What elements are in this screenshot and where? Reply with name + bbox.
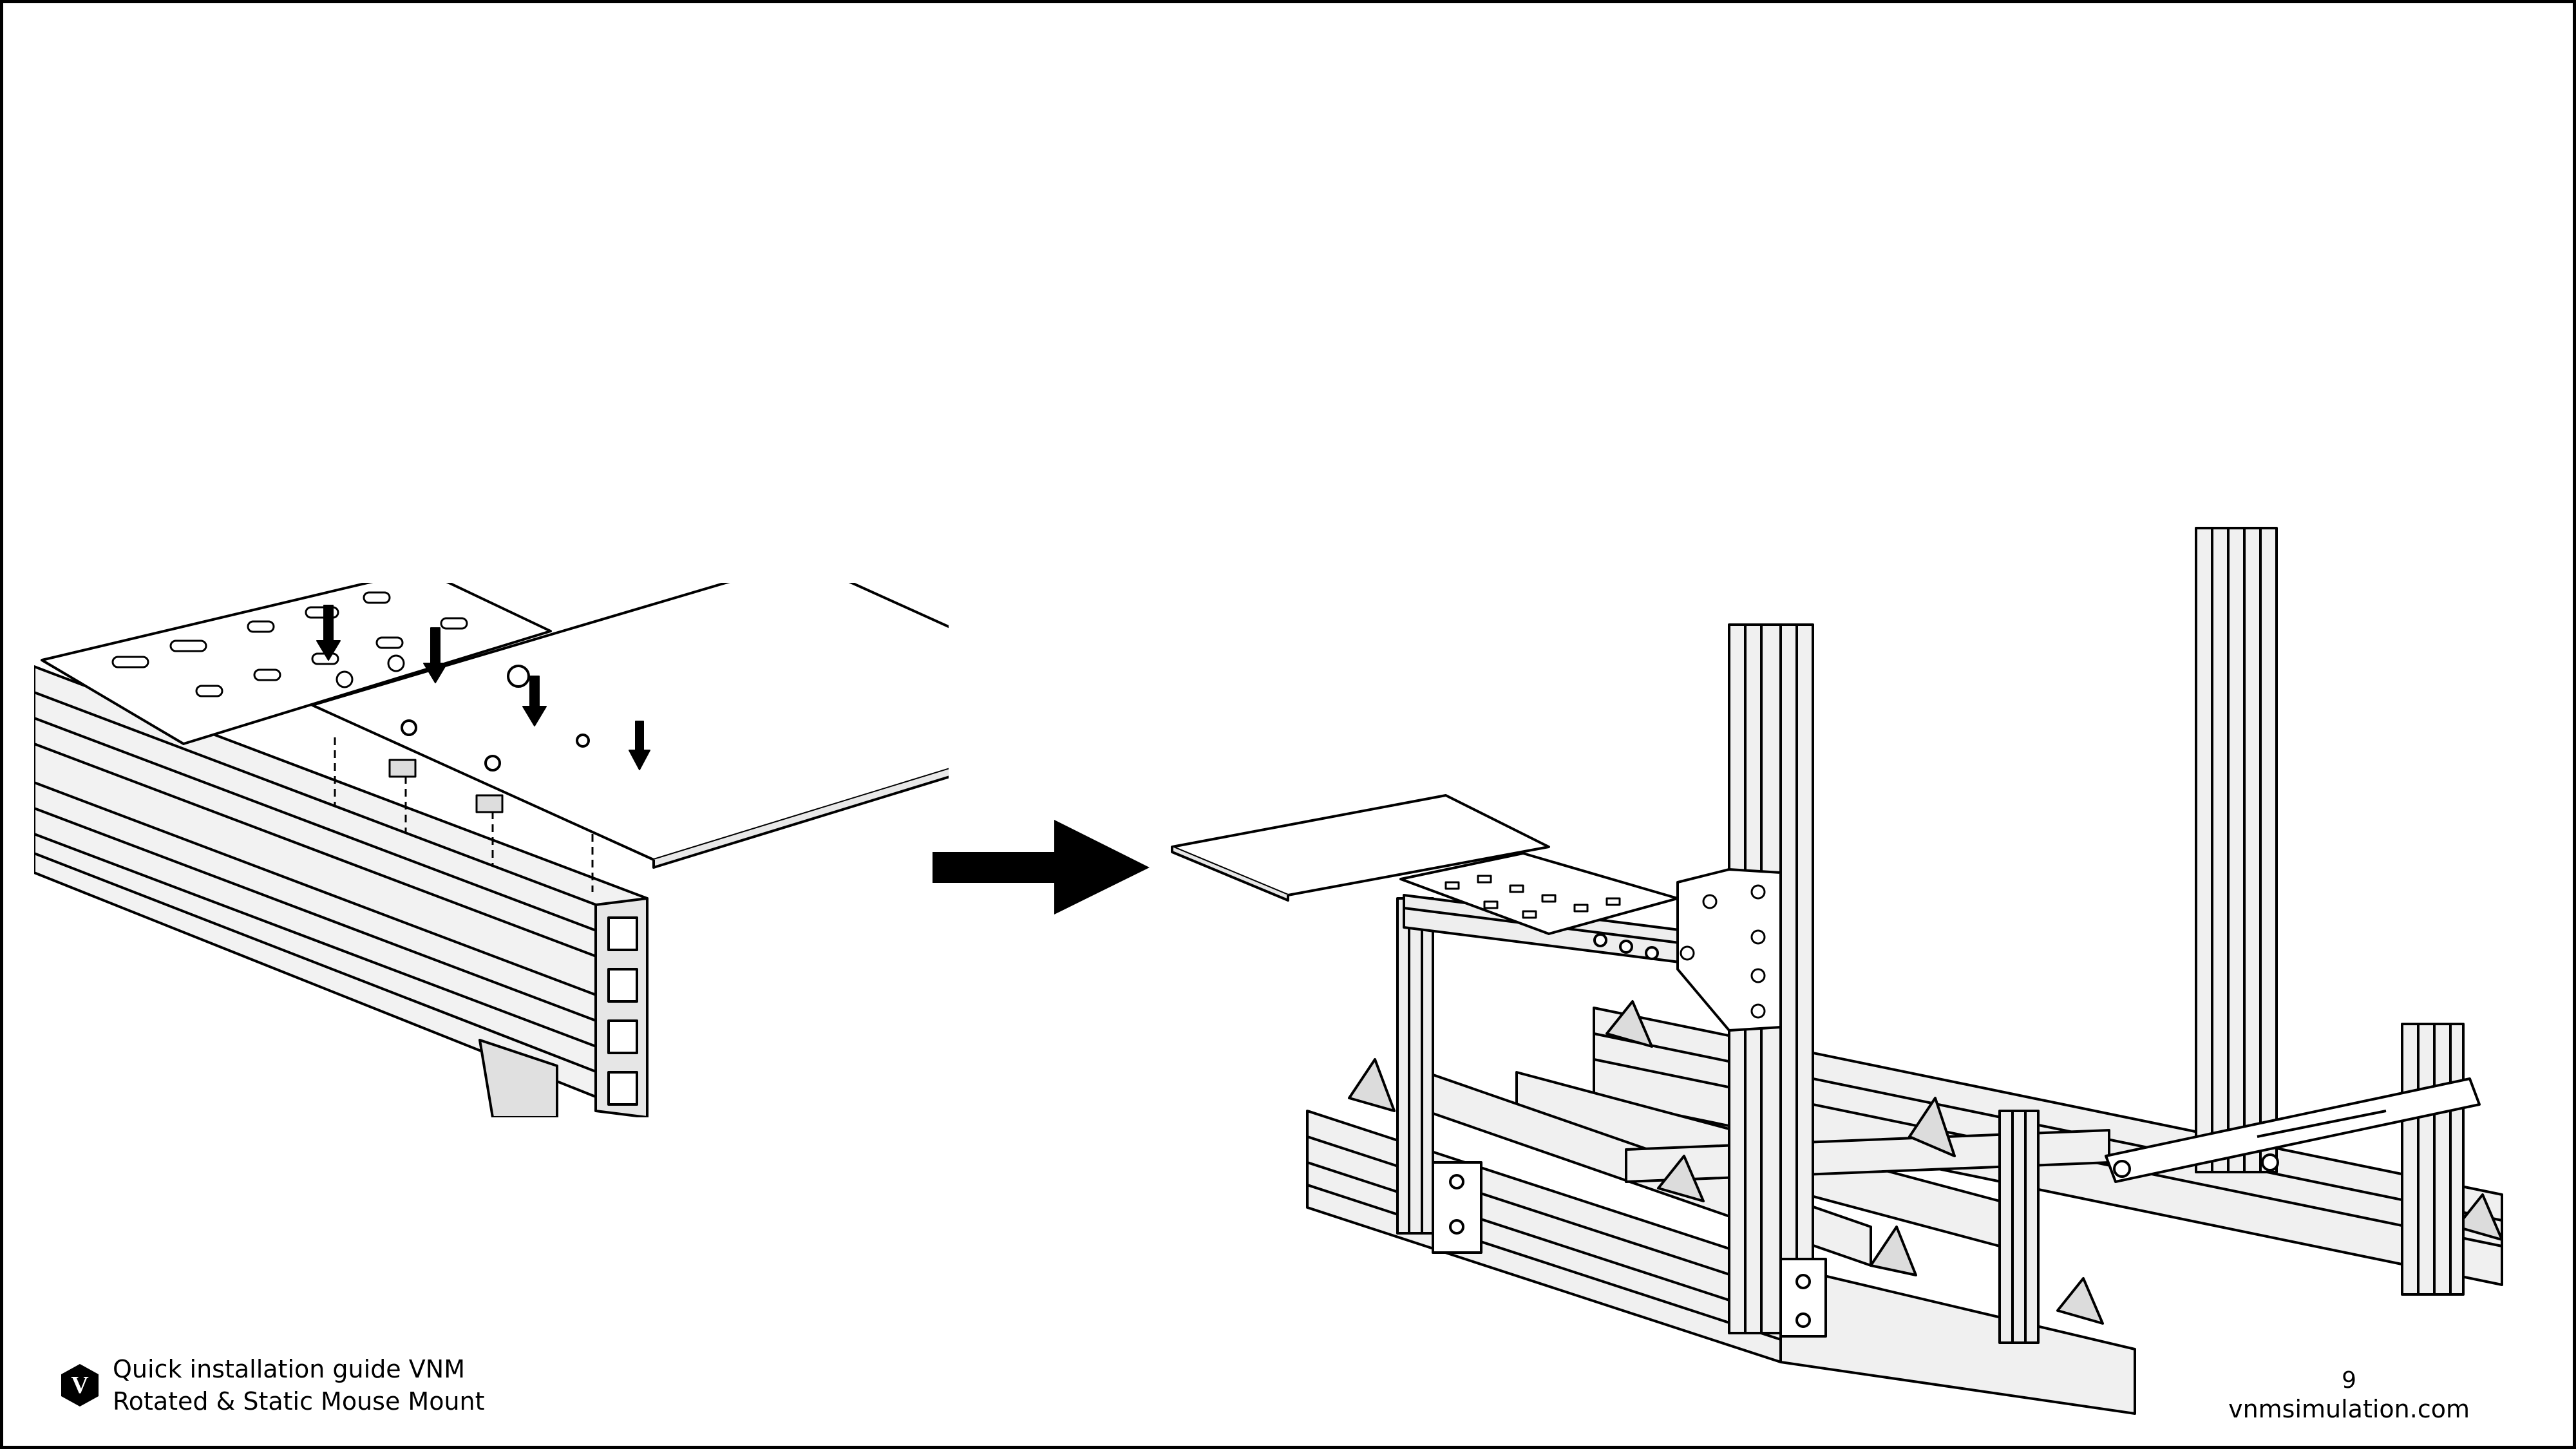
down-arrow-icon (316, 605, 341, 661)
frame-mouse-pad (1171, 794, 1550, 902)
left-detail-view (34, 583, 949, 1117)
footer-guide-info: V Quick installation guide VNM Rotated &… (60, 1353, 485, 1417)
rear-post (2401, 1023, 2465, 1296)
aluminium-profile (34, 665, 649, 1117)
gusset-plate (1593, 868, 1782, 1032)
mounting-plate (41, 583, 552, 745)
adjustment-arm (2105, 1077, 2481, 1183)
t-nuts (334, 737, 594, 892)
website-link[interactable]: vnmsimulation.com (2228, 1395, 2470, 1423)
rear-upright (2195, 527, 2278, 1173)
front-uprights (1396, 897, 2040, 1344)
down-arrows (316, 605, 650, 770)
page-number: 9 (2342, 1367, 2356, 1394)
right-arrow-icon (933, 820, 1150, 914)
corner-brackets (1348, 1000, 2503, 1325)
logo-letter: V (71, 1372, 89, 1399)
mouse-pad-plate (311, 583, 949, 869)
down-arrow-icon (629, 721, 650, 770)
base-rails (1306, 1007, 2503, 1415)
guide-subtitle: Rotated & Static Mouse Mount (113, 1387, 485, 1416)
vnm-hexagon-logo-icon: V (61, 1364, 99, 1406)
footer-page-info: 9 vnmsimulation.com (2228, 1367, 2470, 1424)
down-arrow-icon (423, 627, 448, 683)
cockpit-frame-view (1171, 527, 2503, 1415)
assembly-illustration (34, 527, 2503, 1415)
down-arrow-icon (522, 676, 547, 726)
guide-caption: Quick installation guide VNM Rotated & S… (113, 1353, 485, 1417)
guide-title: Quick installation guide VNM (113, 1355, 465, 1383)
